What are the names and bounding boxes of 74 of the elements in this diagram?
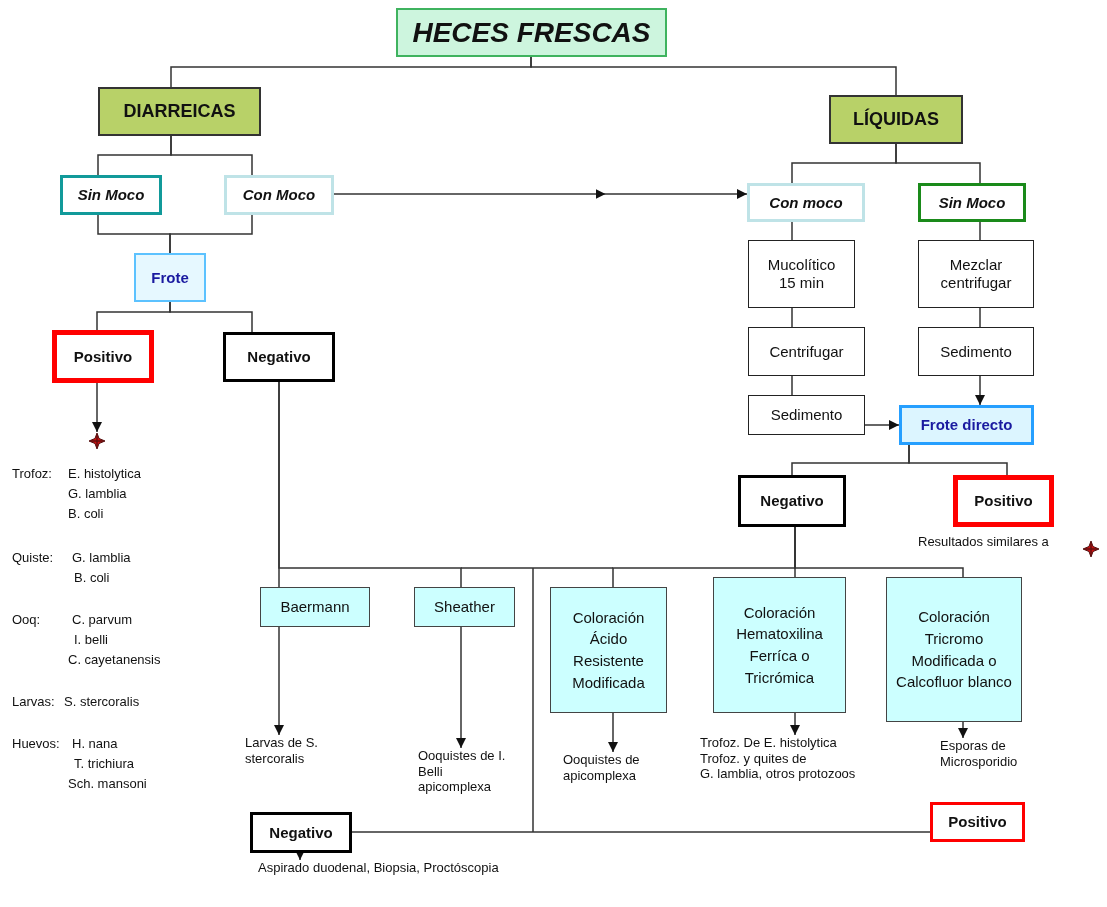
category-label: Larvas: (12, 695, 55, 710)
species-name: B. coli (74, 571, 110, 586)
process-box: Frote (134, 253, 206, 302)
arrow (92, 382, 102, 433)
category-label: Huevos: (12, 737, 60, 752)
connector-line (794, 526, 964, 578)
species-name: S. stercoralis (64, 695, 140, 710)
method-box: Baermann (260, 587, 370, 627)
species-name: H. nana (72, 737, 118, 752)
result-text: Ooquistes de I. Belli apicomplexa (418, 748, 506, 808)
arrow (608, 712, 618, 753)
result-box: Negativo (250, 812, 352, 853)
result-box: Positivo (52, 330, 154, 383)
result-box: Positivo (930, 802, 1025, 842)
species-name: G. lamblia (68, 487, 127, 502)
species-name: Sch. mansoni (68, 777, 147, 792)
result-text: Trofoz. y quites de (700, 750, 808, 767)
condition-box: Sin Moco (918, 183, 1026, 222)
species-name: C. cayetanensis (68, 653, 161, 668)
result-text: G. lamblia, otros protozoos (700, 766, 857, 782)
process-box: Mezclar centrifugar (918, 240, 1034, 308)
category-label: Trofoz: (12, 467, 52, 482)
method-box: Coloración Ácido Resistente Modificada (550, 587, 667, 713)
condition-box: Con moco (747, 183, 865, 222)
category-label: Ooq: (12, 613, 41, 628)
connector-line (169, 214, 253, 254)
arrow (456, 626, 466, 749)
category-box: LÍQUIDAS (829, 95, 963, 144)
connector-line (351, 831, 931, 833)
connector-line (979, 221, 981, 241)
result-box: Positivo (953, 475, 1054, 527)
condition-box: Sin Moco (60, 175, 162, 215)
connector-line (530, 56, 897, 96)
category-label: Quiste: (12, 551, 54, 566)
species-name: C. parvum (72, 613, 132, 628)
result-text: Esporas de Microsporidio (940, 738, 1040, 778)
condition-box: Con Moco (224, 175, 334, 215)
result-text: Ooquistes de apicomplexa (563, 752, 651, 792)
connector-line (908, 444, 1008, 476)
connector-line (169, 301, 253, 333)
connector-line (791, 221, 793, 241)
process-box: Centrifugar (748, 327, 865, 376)
connector-line (791, 375, 793, 396)
arrow (958, 721, 968, 739)
process-box: Mucolítico 15 min (748, 240, 855, 308)
species-name: T. trichiura (74, 757, 134, 772)
connector-line (278, 381, 462, 588)
arrow (864, 420, 900, 430)
result-text: Aspirado duodenal, Biopsia, Proctóscopia (258, 860, 508, 900)
result-box: Negativo (738, 475, 846, 527)
arrow (790, 712, 800, 736)
method-box: Sheather (414, 587, 515, 627)
title-box: HECES FRESCAS (396, 8, 667, 57)
process-box: Frote directo (899, 405, 1034, 445)
species-name: E. histolytica (68, 467, 141, 482)
result-box: Negativo (223, 332, 335, 382)
category-box: DIARREICAS (98, 87, 261, 136)
connector-line (895, 143, 981, 184)
note-text: Resultados similares a (918, 534, 1049, 549)
process-box: Sedimento (918, 327, 1034, 376)
arrow (333, 189, 748, 199)
connector-line (170, 135, 253, 176)
connector-line (979, 307, 981, 328)
species-name: G. lamblia (72, 551, 131, 566)
species-name: B. coli (68, 507, 104, 522)
process-box: Sedimento (748, 395, 865, 435)
method-box: Coloración Hematoxilina Ferríca o Tricrómica (713, 577, 846, 713)
arrow (975, 375, 985, 406)
result-text: Larvas de S. stercoralis (245, 735, 345, 775)
connector-line (791, 307, 793, 328)
result-text: Trofoz. De E. histolytica (700, 735, 838, 751)
method-box: Coloración Tricromo Modificada o Calcofluor blanco (886, 577, 1022, 722)
species-name: I. belli (74, 633, 108, 648)
arrow (274, 626, 284, 736)
